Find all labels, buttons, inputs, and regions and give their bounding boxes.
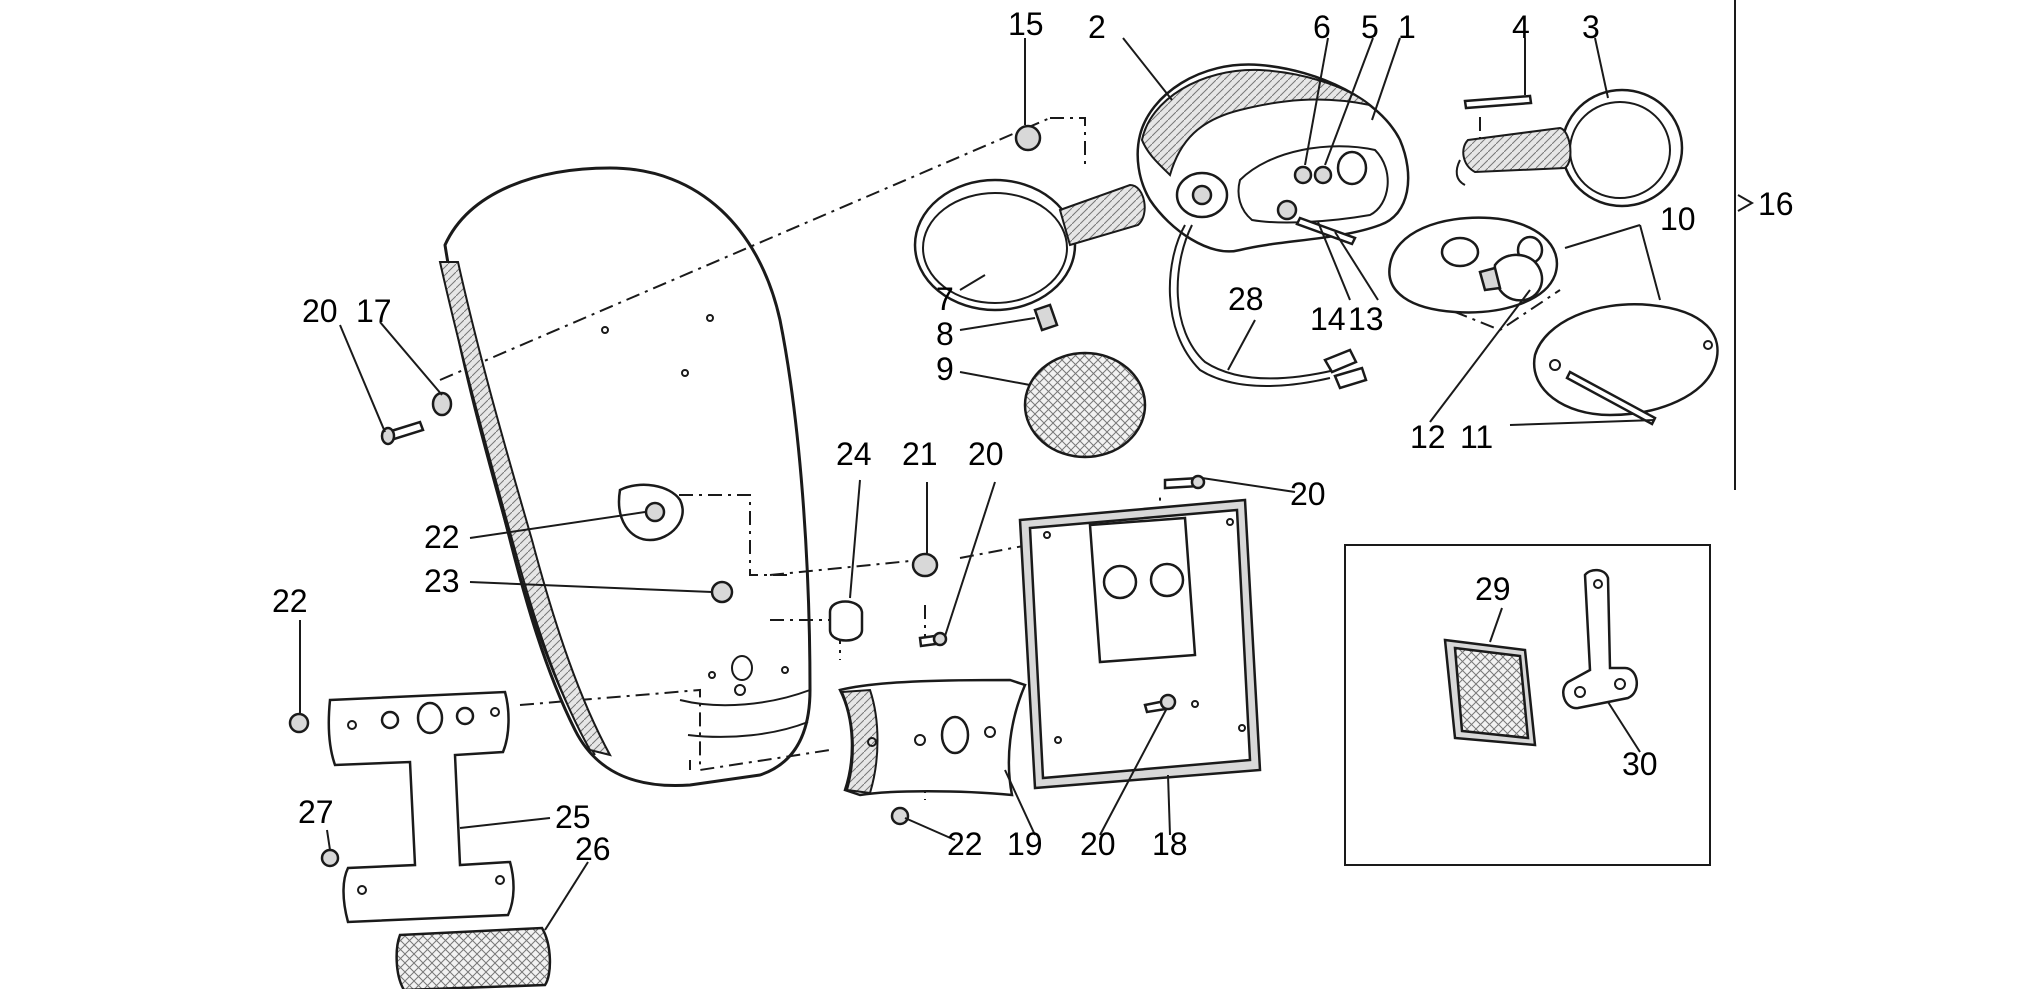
license-plate-holder-18 — [1018, 498, 1262, 790]
label-16: 16 — [1758, 186, 1794, 222]
label-25: 25 — [555, 799, 591, 835]
mount-plate-25 — [327, 690, 515, 924]
turn-signal-left-7 — [913, 178, 1146, 312]
rear-fender — [438, 166, 812, 788]
label-12: 12 — [1410, 419, 1446, 455]
label-20-right: 20 — [1290, 476, 1326, 512]
lamp-8 — [1033, 303, 1059, 332]
nut-27 — [320, 848, 340, 868]
label-7: 7 — [936, 281, 954, 317]
lens-cover-hole-right — [1703, 340, 1713, 350]
label-10: 10 — [1660, 201, 1696, 237]
label-22-upper: 22 — [424, 519, 460, 555]
label-17: 17 — [356, 293, 392, 329]
nut-15 — [1014, 124, 1042, 152]
nut-5 — [1313, 165, 1333, 185]
screw-4 — [1463, 94, 1533, 110]
nut-23 — [710, 580, 734, 604]
nut-6 — [1293, 165, 1313, 185]
label-13: 13 — [1348, 301, 1384, 337]
screw-11 — [1565, 370, 1657, 426]
label-20-left: 20 — [302, 293, 338, 329]
label-20-bottom: 20 — [1080, 826, 1116, 862]
washer-17 — [431, 391, 453, 417]
lens-cover-hole — [1549, 359, 1561, 371]
screw-20-mid-head — [932, 631, 948, 647]
label-24: 24 — [836, 436, 872, 472]
bulb-12 — [1478, 253, 1544, 302]
inset-box — [1344, 544, 1711, 866]
nut-22-upper — [644, 501, 666, 523]
label-19: 19 — [1007, 826, 1043, 862]
label-15: 15 — [1008, 6, 1044, 42]
spacer-24 — [828, 600, 864, 642]
label-28: 28 — [1228, 281, 1264, 317]
part-labels: 15 2 6 5 1 4 3 10 16 7 8 9 28 14 13 12 1… — [272, 6, 1794, 867]
label-5: 5 — [1361, 9, 1379, 45]
label-4: 4 — [1512, 9, 1530, 45]
wiring-harness-28 — [1168, 224, 1368, 390]
label-8: 8 — [936, 316, 954, 352]
label-18: 18 — [1152, 826, 1188, 862]
reflector-29 — [1443, 638, 1537, 747]
label-27: 27 — [298, 794, 334, 830]
taillight-housing — [1136, 63, 1410, 253]
label-23: 23 — [424, 563, 460, 599]
screw-20-left — [380, 420, 425, 446]
bracket-19 — [838, 678, 1027, 797]
leader-lines — [299, 37, 1661, 931]
lens-9 — [1023, 351, 1147, 459]
label-26: 26 — [575, 831, 611, 867]
label-2: 2 — [1088, 9, 1106, 45]
screw-20-top-head — [1190, 474, 1206, 490]
label-30: 30 — [1622, 746, 1658, 782]
turn-signal-right-3 — [1455, 88, 1684, 208]
washer-21 — [911, 552, 939, 578]
lens-cover-10 — [1532, 303, 1719, 417]
label-14: 14 — [1310, 301, 1346, 337]
screw-13 — [1295, 216, 1357, 246]
label-20-mid: 20 — [968, 436, 1004, 472]
label-11: 11 — [1460, 419, 1493, 455]
label-29: 29 — [1475, 571, 1511, 607]
label-3: 3 — [1582, 9, 1600, 45]
label-22-lower: 22 — [947, 826, 983, 862]
reflector-26 — [395, 926, 552, 989]
nut-22-lower — [890, 806, 910, 826]
label-22-left: 22 — [272, 583, 308, 619]
label-9: 9 — [936, 351, 954, 387]
screw-20-lower-head — [1159, 693, 1177, 711]
label-21: 21 — [902, 436, 938, 472]
nut-22-left — [288, 712, 310, 734]
nut-14 — [1276, 199, 1298, 221]
bracket-30 — [1562, 568, 1638, 710]
group-16-pointer — [1737, 194, 1755, 212]
label-6: 6 — [1313, 9, 1331, 45]
label-1: 1 — [1398, 9, 1416, 45]
